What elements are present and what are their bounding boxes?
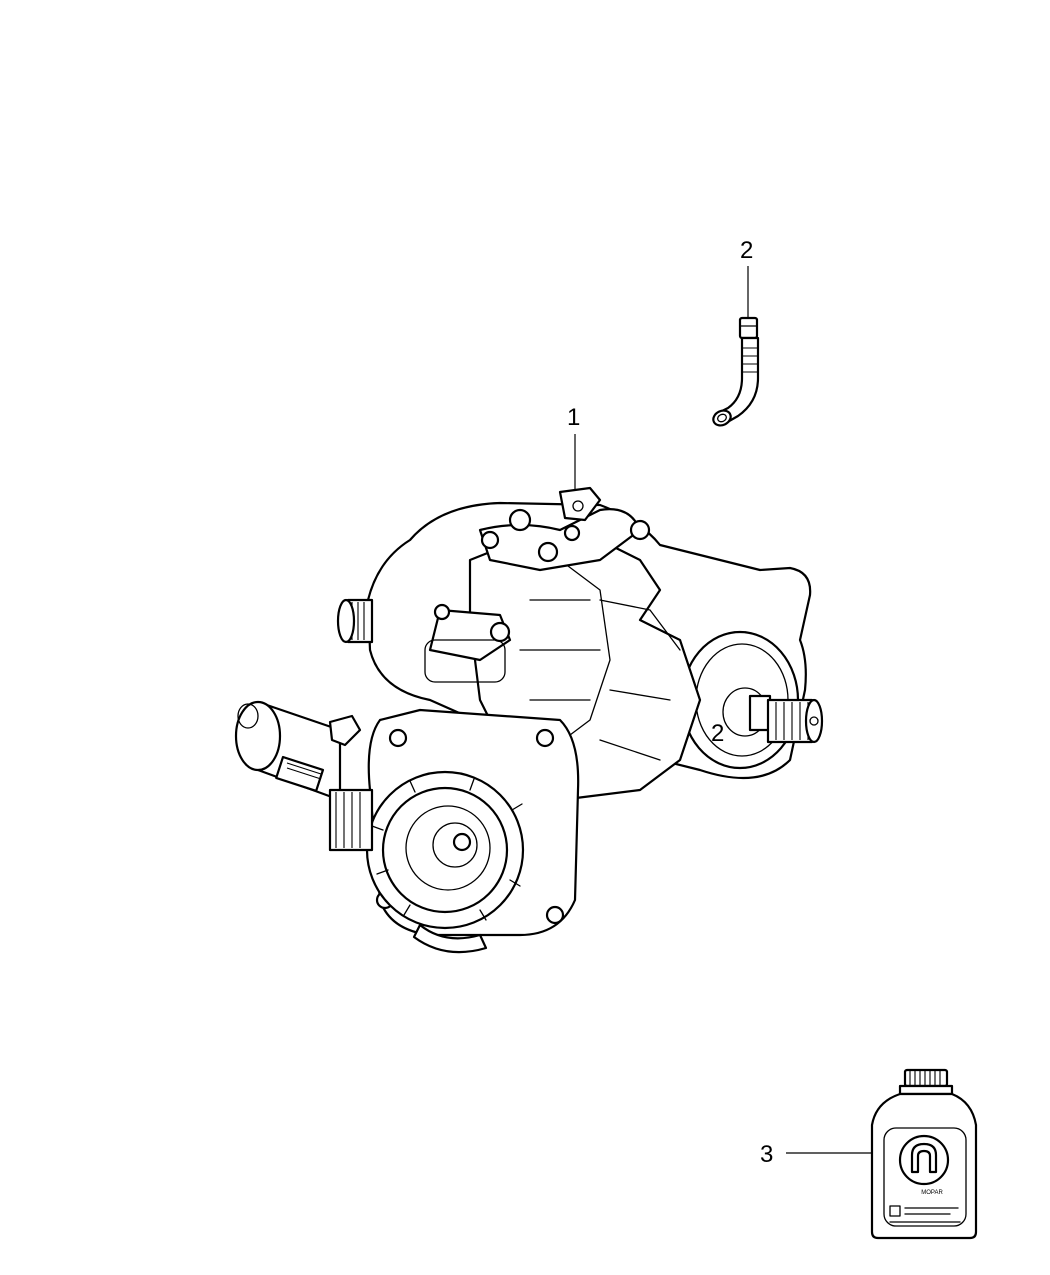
- callout-3-fluid[interactable]: 3: [760, 1141, 872, 1168]
- mopar-logo-icon: MOPAR: [898, 1134, 950, 1196]
- drive-unit-assembly: [234, 486, 824, 954]
- callout-number: 2: [740, 237, 753, 264]
- hose-part: [712, 316, 760, 427]
- fluid-bottle: MOPAR: [870, 1068, 978, 1240]
- actuator-motor: [234, 700, 374, 852]
- callout-number: 1: [567, 404, 580, 431]
- callout-number: 3: [760, 1141, 773, 1168]
- callout-2-hose[interactable]: 2: [740, 237, 753, 318]
- right-output-shaft: [748, 694, 824, 744]
- callout-2-side[interactable]: 2: [711, 720, 724, 747]
- left-input-shaft: [336, 598, 374, 644]
- bottle-brand-text: MOPAR: [921, 1190, 943, 1196]
- callout-number: 2: [711, 720, 724, 747]
